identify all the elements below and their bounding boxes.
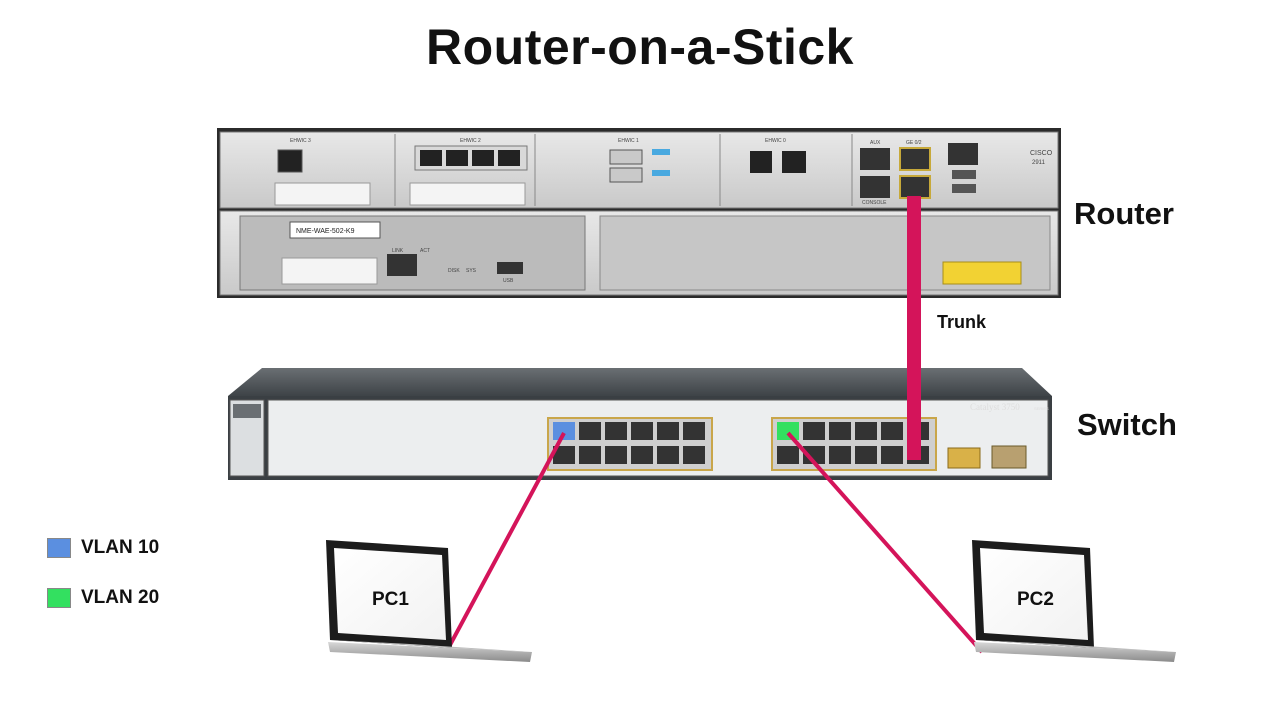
aux-port — [860, 148, 890, 170]
pc2-label: PC2 — [1017, 589, 1054, 610]
legend-label-vlan20: VLAN 20 — [81, 587, 160, 608]
switch-port-vlan20 — [777, 422, 799, 440]
aux-label: AUX — [870, 140, 881, 146]
switch-model-label: Catalyst 3750 — [970, 402, 1020, 412]
slot-label-ehwic2: EHWIC 2 — [460, 138, 481, 144]
slot-label-ehwic3: EHWIC 3 — [290, 138, 311, 144]
slot-label-ehwic1: EHWIC 1 — [618, 138, 639, 144]
console-label: CONSOLE — [862, 200, 887, 206]
status-tag — [652, 149, 670, 155]
ge-port-trunk — [899, 175, 931, 199]
switch-series-label: SERIES — [1034, 406, 1049, 411]
usb-port — [952, 170, 976, 179]
usb-label: USB — [503, 278, 514, 284]
ge-label: GE 0/2 — [906, 140, 922, 146]
act-label: ACT — [420, 248, 430, 254]
router-port — [277, 149, 303, 173]
slot-blank-plate — [274, 182, 371, 206]
legend-item-vlan20: VLAN 20 — [47, 587, 159, 609]
router-port — [750, 151, 772, 173]
router-port — [782, 151, 806, 173]
trunk-label: Trunk — [937, 312, 987, 332]
sfp-port — [947, 447, 981, 469]
switch-port-vlan10 — [553, 422, 575, 440]
sfp-module — [991, 445, 1027, 469]
ge-port — [899, 147, 931, 171]
router-label: Router — [1074, 196, 1174, 231]
vlan10-swatch — [47, 538, 71, 558]
serial-port — [609, 167, 643, 183]
warning-label — [942, 261, 1022, 285]
usb-port — [497, 262, 523, 274]
pc2-cable — [786, 431, 984, 654]
disk-label: DISK — [448, 268, 460, 274]
usb-port — [952, 184, 976, 193]
vlan20-swatch — [47, 588, 71, 608]
link-port — [387, 254, 417, 276]
slot-label-ehwic0: EHWIC 0 — [765, 138, 786, 144]
pc2-laptop — [972, 540, 1176, 662]
pc1-cable — [448, 432, 566, 646]
legend-label-vlan10: VLAN 10 — [81, 537, 160, 558]
pc1-laptop — [326, 540, 532, 662]
router-ehwic2-ports — [409, 145, 528, 206]
pc1-label: PC1 — [372, 589, 409, 610]
cisco-logo: CISCO — [1030, 150, 1053, 157]
link-label: LINK — [392, 248, 404, 254]
console-port — [860, 176, 890, 198]
status-tag — [652, 170, 670, 176]
page-title: Router-on-a-Stick — [426, 19, 854, 75]
model-label: 2911 — [1032, 160, 1046, 166]
blank-plate — [281, 257, 378, 285]
sys-label: SYS — [466, 268, 477, 274]
router-chassis: EHWIC 3 EHWIC 2 EHWIC 1 EHWIC 0 AUX CONS… — [217, 128, 1061, 298]
serial-port — [609, 149, 643, 165]
switch-port-block-1 — [547, 417, 713, 471]
switch-label: Switch — [1077, 407, 1177, 442]
module-label: NME-WAE-502-K9 — [296, 228, 355, 235]
router-port — [948, 143, 978, 165]
switch-chassis: Catalyst 3750 SERIES — [228, 368, 1052, 480]
legend-item-vlan10: VLAN 10 — [47, 537, 159, 559]
